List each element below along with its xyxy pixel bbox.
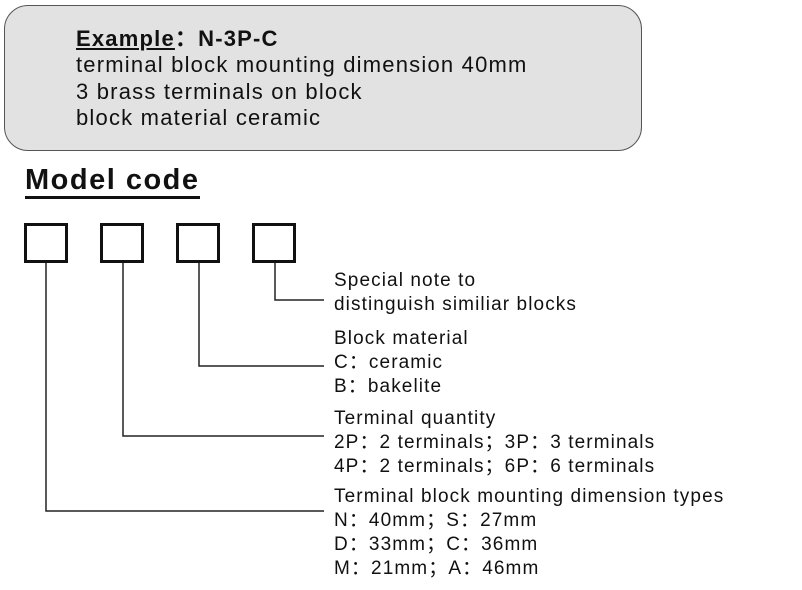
- example-line-terminals: 3 brass terminals on block: [76, 79, 363, 104]
- code-box-special: [252, 223, 296, 263]
- desc-terminal-quantity-title: Terminal quantity: [334, 408, 497, 429]
- connector-material: [198, 263, 324, 367]
- desc-terminal-quantity-2: 4P：2 terminals；6P：6 terminals: [334, 456, 656, 477]
- desc-special-note-text: distinguish similiar blocks: [334, 294, 577, 315]
- code-box-dimension: [24, 223, 68, 263]
- code-box-material: [176, 223, 220, 263]
- desc-block-material-c: C：ceramic: [334, 352, 444, 373]
- desc-block-material-title: Block material: [334, 328, 469, 349]
- connector-dimension: [45, 263, 324, 512]
- desc-mounting-3: M：21mm；A：46mm: [334, 558, 540, 579]
- example-line-material: block material ceramic: [76, 105, 322, 130]
- example-separator: ：: [174, 26, 199, 51]
- example-panel: [4, 5, 642, 151]
- desc-mounting-2: D：33mm；C：36mm: [334, 534, 539, 555]
- example-heading: Example：N-3P-C: [76, 26, 279, 52]
- example-line-dimension: terminal block mounting dimension 40mm: [76, 52, 528, 77]
- example-code: N-3P-C: [198, 26, 279, 51]
- desc-mounting-title: Terminal block mounting dimension types: [334, 486, 725, 507]
- connector-quantity: [122, 263, 324, 437]
- desc-mounting-1: N：40mm；S：27mm: [334, 510, 538, 531]
- code-box-quantity: [100, 223, 144, 263]
- desc-terminal-quantity-1: 2P：2 terminals；3P：3 terminals: [334, 432, 656, 453]
- desc-special-note-title: Special note to: [334, 270, 477, 291]
- connector-special: [274, 263, 324, 301]
- model-code-title: Model code: [25, 164, 200, 199]
- desc-block-material-b: B：bakelite: [334, 376, 443, 397]
- example-label: Example: [76, 26, 175, 51]
